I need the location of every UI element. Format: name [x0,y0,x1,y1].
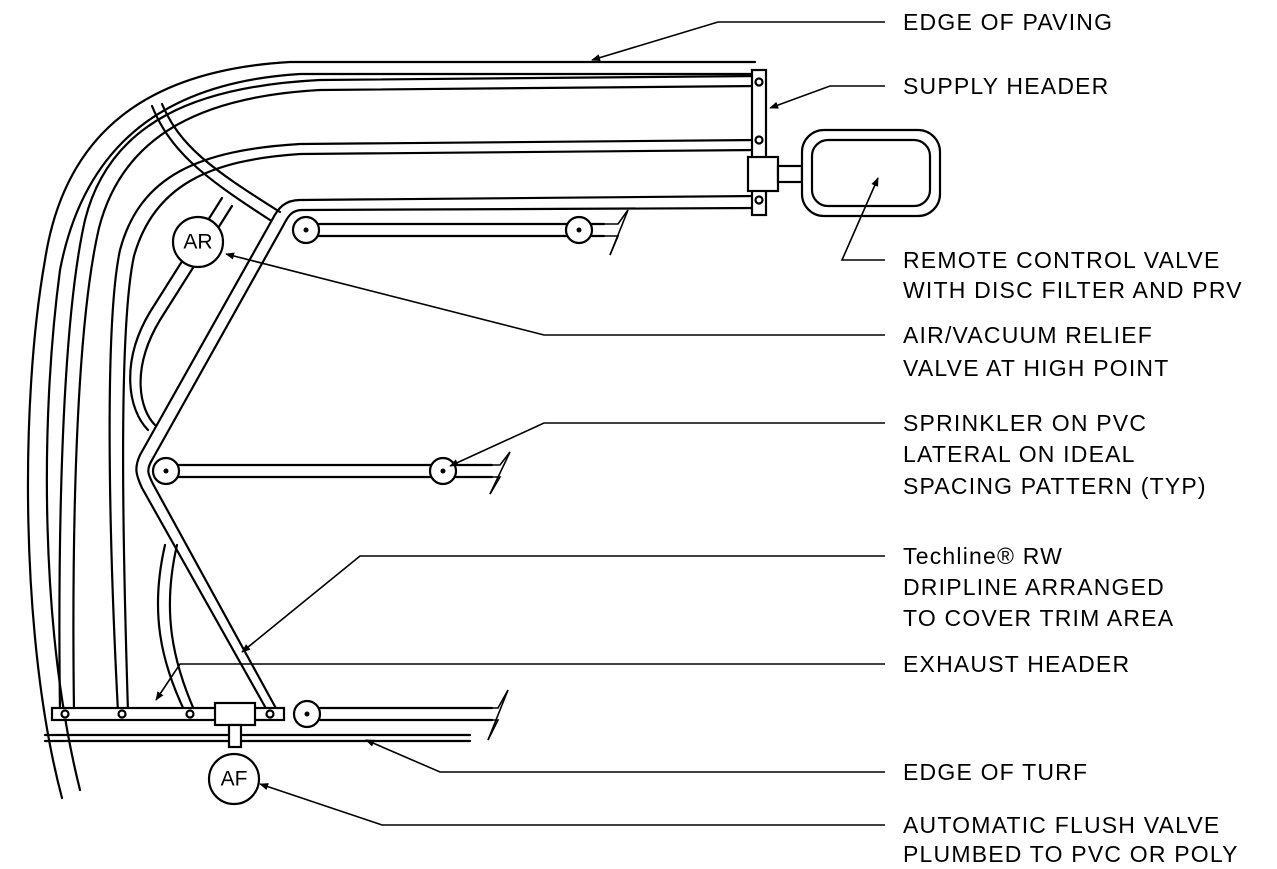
exhaust-header [50,701,286,749]
air-vacuum-relief-valve: AR [171,215,225,269]
label-air-vacuum-relief-1: AIR/VACUUM RELIEF [903,322,1153,348]
label-dripline-2: DRIPLINE ARRANGED [903,574,1165,600]
label-dripline-3: TO COVER TRIM AREA [903,605,1174,631]
label-dripline-1: Techline® RW [903,543,1063,569]
edge-of-turf [43,733,472,743]
callouts: EDGE OF PAVING SUPPLY HEADER REMOTE CONT… [903,9,1243,867]
leader-lines [155,21,885,826]
pvc-lateral-top [291,209,629,256]
label-remote-control-valve-2: WITH DISC FILTER AND PRV [903,277,1243,303]
label-flush-valve-2: PLUMBED TO PVC OR POLY [903,841,1239,867]
remote-control-valve-box [800,128,942,218]
label-flush-valve-1: AUTOMATIC FLUSH VALVE [903,812,1220,838]
label-edge-of-paving: EDGE OF PAVING [903,9,1113,35]
dripline-tubing [58,74,760,714]
label-remote-control-valve-1: REMOTE CONTROL VALVE [903,247,1221,273]
label-sprinkler-2: LATERAL ON IDEAL [903,441,1136,467]
label-exhaust-header: EXHAUST HEADER [903,651,1130,677]
edge-of-paving [26,60,757,800]
label-sprinkler-3: SPACING PATTERN (TYP) [903,473,1207,499]
automatic-flush-valve: AF [207,752,261,806]
ar-symbol-label: AR [183,231,212,254]
pvc-lateral-middle [151,451,511,495]
label-sprinkler-1: SPRINKLER ON PVC [903,410,1147,436]
supply-header [746,68,804,217]
label-supply-header: SUPPLY HEADER [903,73,1109,99]
label-edge-of-turf: EDGE OF TURF [903,759,1088,785]
pvc-lateral-bottom [292,689,509,741]
label-air-vacuum-relief-2: VALVE AT HIGH POINT [903,355,1170,381]
af-symbol-label: AF [221,768,248,791]
